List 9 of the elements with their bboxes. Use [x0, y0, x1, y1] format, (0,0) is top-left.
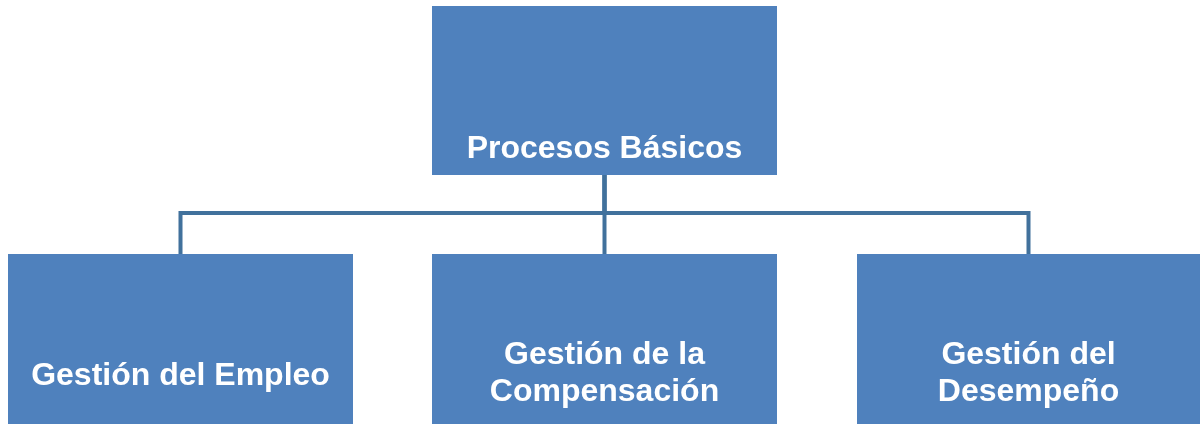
process-box: [432, 6, 777, 175]
process-box: [432, 254, 777, 424]
connector-line: [602, 175, 1031, 254]
box-label: Procesos Básicos: [466, 129, 743, 167]
box-label: Gestión del Empleo: [31, 356, 330, 394]
box-label: Gestión del Desempeño: [936, 334, 1121, 410]
box-label: Gestión de la Compensación: [488, 334, 721, 410]
process-box: [8, 254, 353, 424]
process-box: [857, 254, 1200, 424]
